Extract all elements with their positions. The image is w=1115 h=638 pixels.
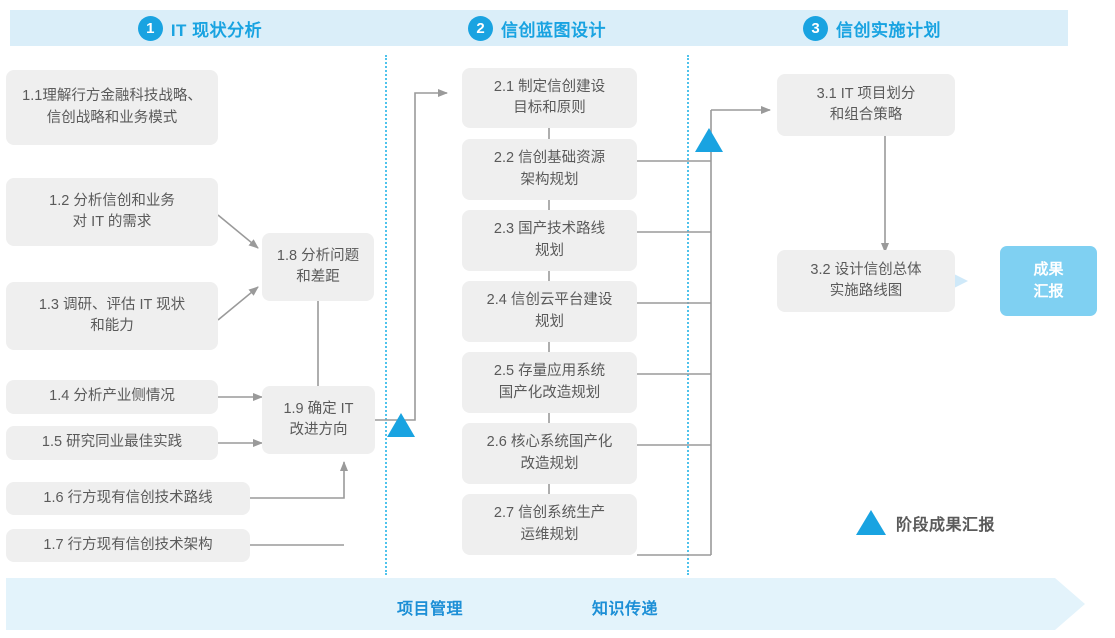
node-1-5[interactable]: 1.5 研究同业最佳实践: [6, 426, 218, 460]
phase-separator-2-3: [687, 55, 689, 575]
phase-label-2: 信创蓝图设计: [501, 20, 606, 40]
bottom-label-knowledge-transfer[interactable]: 知识传递: [592, 601, 659, 618]
node-2-5[interactable]: 2.5 存量应用系统 国产化改造规划: [462, 352, 637, 413]
node-3-1[interactable]: 3.1 IT 项目划分 和组合策略: [777, 74, 955, 136]
node-1-6[interactable]: 1.6 行方现有信创技术路线: [6, 482, 250, 515]
node-1-1[interactable]: 1.1理解行方金融科技战略、 信创战略和业务模式: [6, 70, 218, 145]
milestone-triangle-phase2: [695, 128, 723, 152]
node-2-4[interactable]: 2.4 信创云平台建设 规划: [462, 281, 637, 342]
node-2-1[interactable]: 2.1 制定信创建设 目标和原则: [462, 68, 637, 128]
node-3-2[interactable]: 3.2 设计信创总体 实施路线图: [777, 250, 955, 312]
triangle-icon: [856, 510, 886, 535]
phase-label-1: IT 现状分析: [170, 20, 263, 40]
node-1-2[interactable]: 1.2 分析信创和业务 对 IT 的需求: [6, 178, 218, 246]
phase-number-1: 1: [137, 15, 163, 41]
bottom-label-project-management[interactable]: 项目管理: [397, 601, 464, 618]
node-1-4[interactable]: 1.4 分析产业侧情况: [6, 380, 218, 414]
legend-milestone-label: 阶段成果汇报: [896, 516, 996, 534]
phase-number-3: 3: [803, 15, 828, 41]
node-2-7[interactable]: 2.7 信创系统生产 运维规划: [462, 494, 637, 555]
phase-header-1[interactable]: 1 IT 现状分析: [10, 10, 398, 46]
node-1-7[interactable]: 1.7 行方现有信创技术架构: [6, 529, 250, 562]
node-2-3[interactable]: 2.3 国产技术路线 规划: [462, 210, 637, 271]
legend-milestone: 阶段成果汇报: [856, 510, 995, 535]
node-1-3[interactable]: 1.3 调研、评估 IT 现状 和能力: [6, 282, 218, 350]
node-2-6[interactable]: 2.6 核心系统国产化 改造规划: [462, 423, 637, 484]
phase-number-2: 2: [468, 15, 493, 41]
phase-header-2[interactable]: 2 信创蓝图设计: [382, 10, 700, 46]
node-1-9[interactable]: 1.9 确定 IT 改进方向: [262, 386, 375, 454]
phase-separator-1-2: [385, 55, 387, 575]
milestone-triangle-phase1: [387, 413, 415, 437]
phase-label-3: 信创实施计划: [836, 20, 941, 40]
node-1-8[interactable]: 1.8 分析问题 和差距: [262, 233, 374, 301]
node-result-report[interactable]: 成果 汇报: [1000, 246, 1097, 316]
node-2-2[interactable]: 2.2 信创基础资源 架构规划: [462, 139, 637, 200]
phase-header-3[interactable]: 3 信创实施计划: [684, 10, 1068, 46]
